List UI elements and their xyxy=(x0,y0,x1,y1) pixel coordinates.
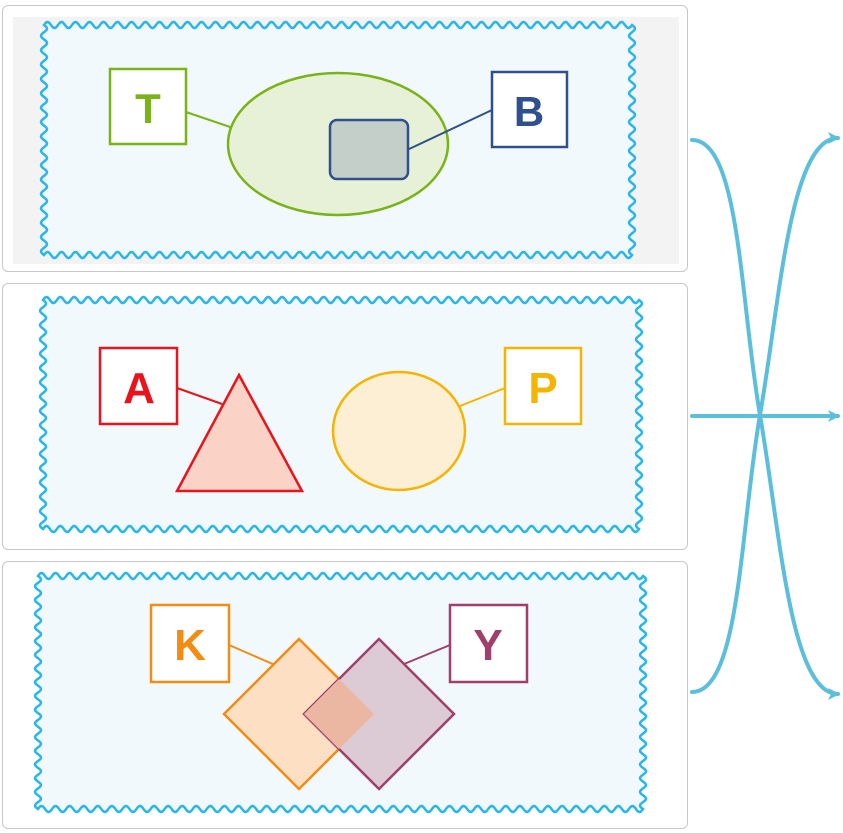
gold-circle xyxy=(331,370,467,492)
label-box-y xyxy=(448,603,529,684)
red-triangle xyxy=(174,372,305,493)
label-y: Y xyxy=(473,621,502,670)
panel-3-diagram: K Y xyxy=(149,603,529,791)
diamond-overlap xyxy=(304,679,374,749)
label-box-k xyxy=(149,603,231,684)
label-p: P xyxy=(528,364,557,413)
label-t: T xyxy=(135,85,161,132)
label-box-a xyxy=(98,346,179,426)
label-b: B xyxy=(514,88,544,135)
p-connector-line xyxy=(459,387,506,407)
crossing-arrows xyxy=(690,132,840,700)
k-connector-line xyxy=(228,644,276,666)
label-k: K xyxy=(174,621,206,670)
panel-1-diagram: T B xyxy=(108,67,569,217)
t-connector-line xyxy=(185,111,234,129)
label-box-t xyxy=(108,67,188,146)
gray-rounded-rect xyxy=(328,118,410,181)
label-a: A xyxy=(123,364,155,413)
panel-2-diagram: A P xyxy=(98,346,583,493)
label-box-p xyxy=(503,346,583,426)
a-connector-line xyxy=(176,387,223,405)
y-connector-line xyxy=(403,644,451,665)
b-connector-line xyxy=(406,109,493,151)
label-box-b xyxy=(490,70,569,149)
